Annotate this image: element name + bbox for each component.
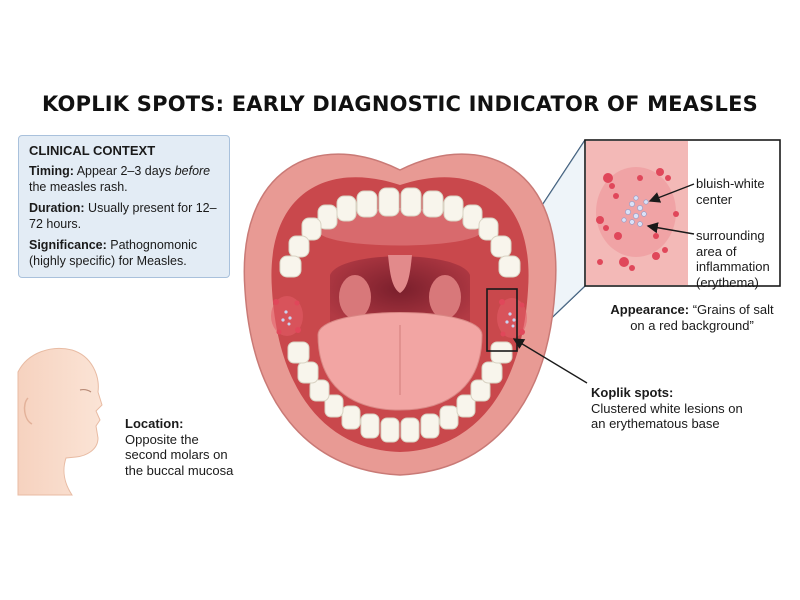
inflammation-arrow	[646, 222, 695, 235]
inset-zoom	[584, 139, 781, 287]
page-title: KOPLIK SPOTS: EARLY DIAGNOSTIC INDICATOR…	[42, 92, 758, 116]
center-label: bluish-white center	[696, 176, 765, 207]
duration-item: Duration: Usually present for 12–72 hour…	[29, 200, 219, 232]
location-line-3: the buccal mucosa	[125, 462, 234, 478]
bluish-white-center	[621, 195, 649, 227]
location-line-1: Opposite the	[125, 431, 199, 447]
head-profile	[17, 347, 103, 496]
inflam-line-3: inflammation	[696, 259, 770, 274]
eye-icon	[79, 389, 92, 393]
lesion-highlight-box	[486, 288, 518, 352]
palate	[318, 208, 482, 246]
significance-item: Significance: Pathognomonic (highly spec…	[29, 237, 219, 269]
timing-emph: before	[174, 164, 211, 178]
location-line-2: second molars on	[125, 447, 228, 462]
open-mouth	[243, 153, 557, 476]
timing-label: Timing:	[29, 164, 74, 178]
erythema-spots	[596, 168, 679, 271]
appearance-label: Appearance: “Grains of salt on a red bac…	[594, 302, 790, 333]
clinical-context-heading: CLINICAL CONTEXT	[29, 143, 156, 158]
appearance-line-1: “Grains of salt	[689, 302, 774, 317]
uvula	[388, 255, 412, 293]
appearance-line-2: on a red background”	[630, 317, 754, 333]
upper-teeth	[279, 187, 521, 278]
location-label: Location: Opposite the second molars on …	[125, 416, 233, 478]
koplik-line-1: Clustered white lesions on	[591, 400, 743, 416]
inflam-line-4: (erythema)	[696, 274, 759, 290]
significance-text: Pathognomonic (highly specific) for Meas…	[29, 238, 198, 268]
inflam-line-2: area of	[696, 243, 737, 259]
center-line-2: center	[696, 191, 733, 207]
timing-text-2: the measles rash.	[29, 180, 128, 194]
timing-item: Timing: Appear 2–3 days before the measl…	[29, 163, 219, 195]
inflam-line-1: surrounding	[696, 228, 765, 243]
right-koplik-lesion	[497, 298, 527, 338]
right-tonsil	[429, 275, 461, 319]
koplik-label: Koplik spots: Clustered white lesions on…	[591, 385, 743, 432]
left-tonsil	[339, 275, 371, 319]
center-arrow	[648, 183, 695, 203]
center-line-1: bluish-white	[696, 176, 765, 191]
timing-text-1: Appear 2–3 days	[73, 164, 175, 178]
clinical-context-box: CLINICAL CONTEXT Timing: Appear 2–3 days…	[18, 135, 230, 278]
left-koplik-lesion	[271, 296, 303, 336]
appearance-heading: Appearance:	[610, 302, 690, 317]
significance-label: Significance:	[29, 238, 107, 252]
ear-icon	[23, 397, 33, 425]
koplik-line-2: an erythematous base	[591, 416, 720, 431]
lower-teeth	[287, 341, 513, 443]
location-heading: Location:	[125, 416, 184, 431]
koplik-arrow	[512, 338, 588, 384]
duration-label: Duration:	[29, 201, 85, 215]
koplik-heading: Koplik spots:	[591, 385, 674, 400]
inflammation-label: surrounding area of inflammation (erythe…	[696, 228, 770, 290]
duration-text: Usually present for 12–72 hours.	[29, 201, 217, 231]
